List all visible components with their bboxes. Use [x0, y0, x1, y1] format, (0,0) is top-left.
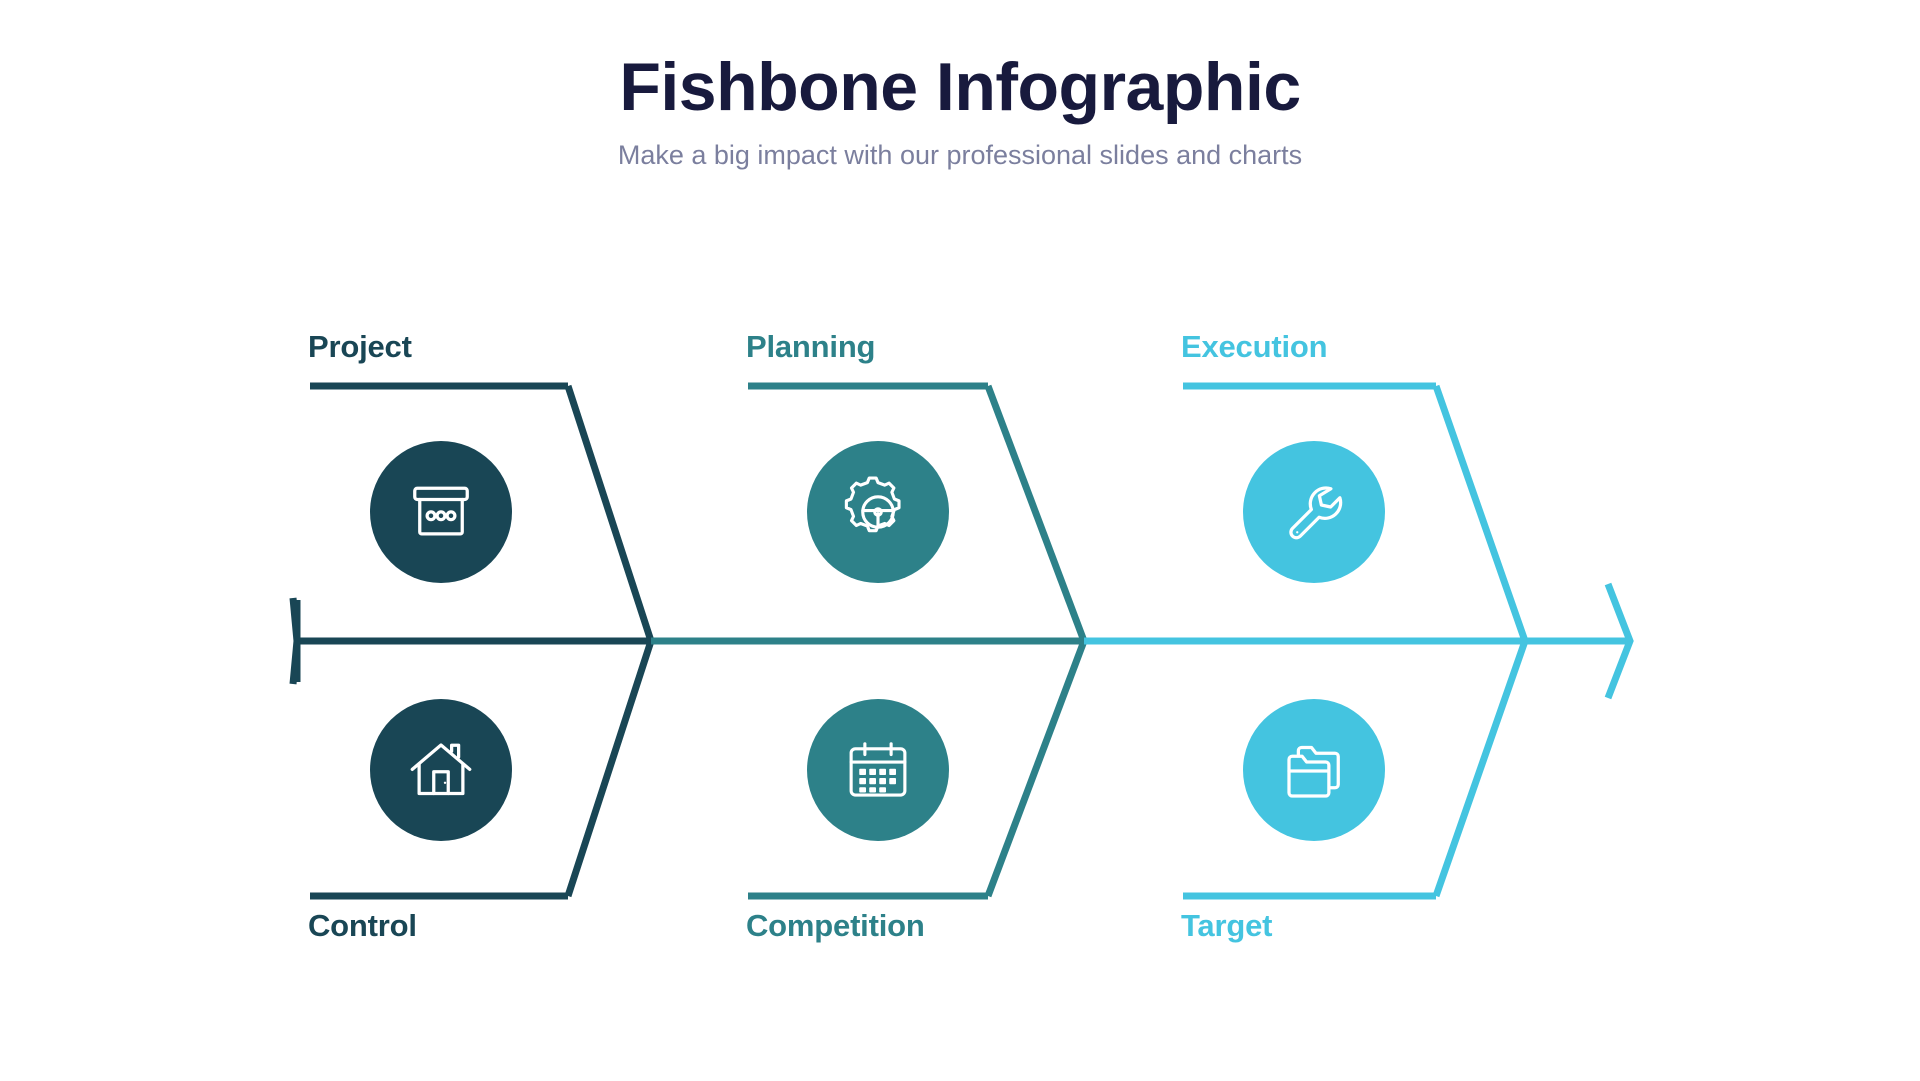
branch-diagonal-planning	[984, 384, 1088, 643]
icon-node-execution[interactable]	[1243, 441, 1385, 583]
branch-label-planning[interactable]: Planning	[746, 329, 876, 364]
page-title: Fishbone Infographic	[619, 49, 1301, 125]
fish-tail	[289, 597, 301, 685]
icon-node-competition[interactable]	[807, 699, 949, 841]
branch-label-execution[interactable]: Execution	[1181, 329, 1328, 364]
branch-diagonal-project	[564, 384, 655, 643]
branch-diagonal-control	[564, 639, 655, 898]
branch-diagonal-competition	[984, 639, 1088, 898]
branch-label-project[interactable]: Project	[308, 329, 412, 364]
icon-circle-competition[interactable]	[807, 699, 949, 841]
branch-label-target[interactable]: Target	[1181, 908, 1273, 943]
icon-node-planning[interactable]	[807, 441, 949, 583]
branch-group-project-control	[287, 382, 655, 900]
header: Fishbone Infographic Make a big impact w…	[0, 49, 1920, 172]
icon-node-target[interactable]	[1243, 699, 1385, 841]
fish-arrow-head	[1604, 582, 1634, 700]
icon-circle-control[interactable]	[370, 699, 512, 841]
branch-group-execution-target	[1084, 382, 1634, 900]
branch-group-planning-competition	[651, 382, 1088, 900]
icon-node-control[interactable]	[370, 699, 512, 841]
icon-circle-execution[interactable]	[1243, 441, 1385, 583]
icon-node-project[interactable]	[370, 441, 512, 583]
branch-label-control[interactable]: Control	[308, 908, 417, 943]
branch-diagonal-target	[1432, 639, 1529, 898]
page-subtitle: Make a big impact with our professional …	[617, 140, 1303, 171]
branch-diagonal-execution	[1432, 384, 1529, 643]
branch-label-competition[interactable]: Competition	[746, 908, 925, 943]
